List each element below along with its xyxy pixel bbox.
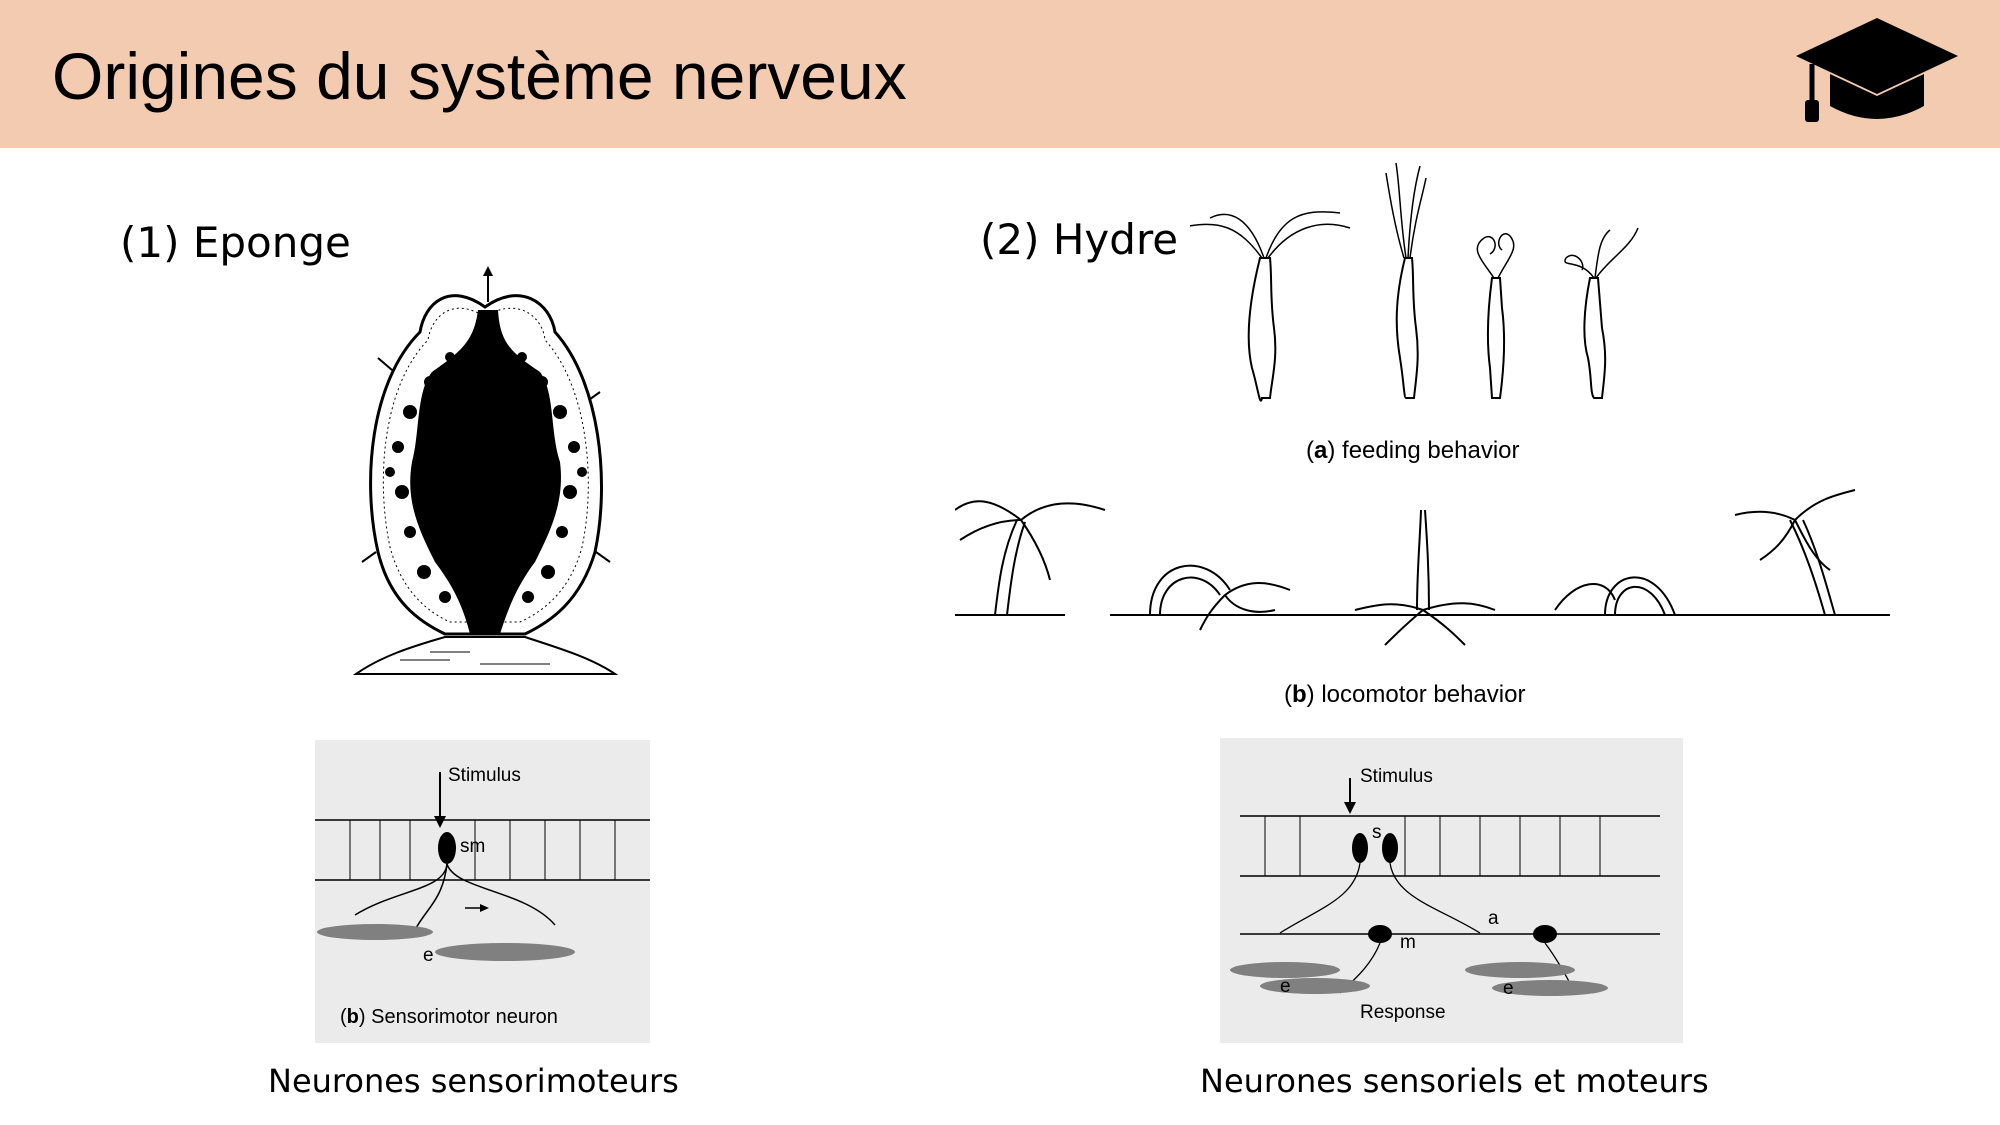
left-panel-caption-text: Sensorimotor neuron: [365, 1006, 558, 1028]
header-band: Origines du système nerveux: [0, 0, 2000, 148]
left-panel-caption-letter: b: [346, 1006, 359, 1028]
sensorimotor-diagram: Stimulus sm e (b) Sensorimotor neuron: [315, 740, 650, 1043]
sponge-illustration: [352, 266, 619, 675]
sponge-label: (1) Eponge: [120, 218, 351, 267]
sensory-motor-drawing: [1230, 778, 1660, 996]
left-sm-label: sm: [460, 836, 486, 857]
locomotor-letter: b: [1292, 681, 1307, 708]
feeding-caption: (a) feeding behavior: [1306, 437, 1520, 464]
right-response-label: Response: [1360, 1002, 1446, 1023]
graduation-cap-icon: [1796, 18, 1958, 122]
locomotor-caption: (b) locomotor behavior: [1284, 681, 1526, 708]
left-e-label: e: [423, 945, 434, 966]
right-e1-label: e: [1280, 976, 1291, 997]
right-stimulus-label: Stimulus: [1360, 766, 1433, 787]
hydra-locomotor-illustration: [955, 489, 1890, 646]
page-title: Origines du système nerveux: [52, 39, 907, 113]
feeding-letter: a: [1314, 437, 1328, 464]
right-e2-label: e: [1503, 978, 1514, 999]
locomotor-text: locomotor behavior: [1314, 681, 1526, 708]
feeding-text: feeding behavior: [1335, 437, 1520, 464]
sensory-motor-diagram: Stimulus s a m e e Response: [1220, 738, 1683, 1043]
left-caption: Neurones sensorimoteurs: [268, 1062, 679, 1100]
hydra-label: (2) Hydre: [980, 215, 1179, 264]
sensorimotor-drawing: [315, 772, 650, 961]
right-s-label: s: [1372, 822, 1382, 843]
right-a-label: a: [1488, 908, 1499, 929]
left-stimulus-label: Stimulus: [448, 765, 521, 786]
hydra-feeding-illustration: [1190, 162, 1639, 402]
right-m-label: m: [1400, 932, 1416, 953]
right-caption: Neurones sensoriels et moteurs: [1200, 1062, 1709, 1100]
left-panel-caption: (b) Sensorimotor neuron: [340, 1006, 558, 1028]
